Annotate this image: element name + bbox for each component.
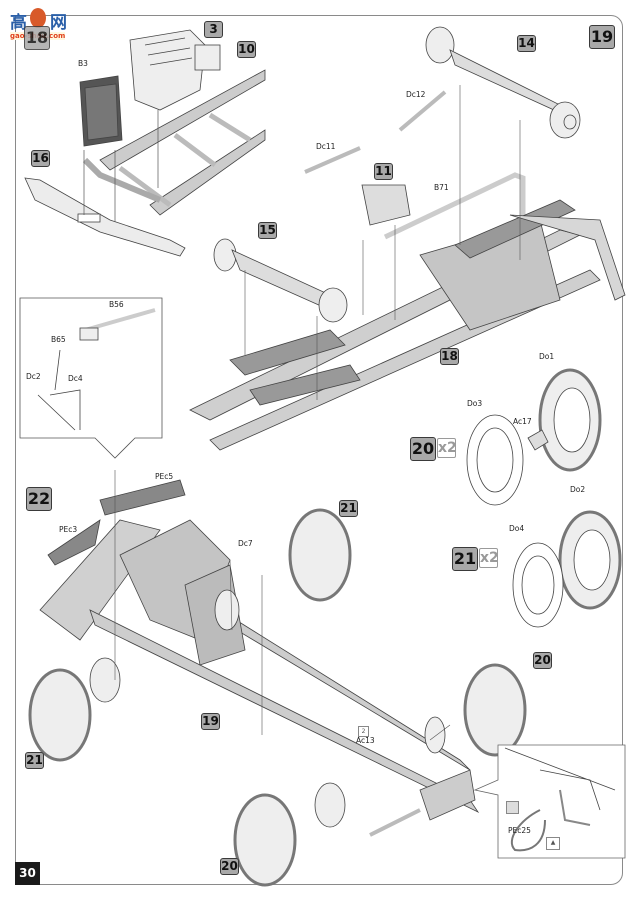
label-dc11: Dc11 [316,142,336,151]
step19-exhaust-pipe [383,172,526,240]
callout-steering [37,308,156,431]
step19-front-axle [213,238,348,323]
label-pec5: PEc5 [155,472,174,481]
step22-wheels [28,508,527,887]
label-pec25: PEc25 [508,826,531,835]
ref-21-badge-bottom: 21 [25,752,44,769]
ref-18-badge: 18 [440,348,459,365]
step-20-quantity: x2 [437,438,457,458]
ref-15-badge: 15 [258,222,277,239]
step21-wheel [512,510,622,628]
photo-etch-icon [506,801,519,814]
label-dc12: Dc12 [406,90,426,99]
watermark-char-1: 高 [10,13,27,33]
label-pec3: PEc3 [59,525,78,534]
label-b56: B56 [109,300,124,309]
label-dc4: Dc4 [68,374,83,383]
step19-chassis [189,199,626,451]
step19-rear-axle [425,26,581,139]
step18-frame [82,69,266,216]
label-ac13: Ac13 [356,736,375,745]
watermark-char-2: 网 [50,13,67,33]
ref-14-badge: 14 [517,35,536,52]
label-do2: Do2 [570,485,586,494]
ref-19-badge: 19 [201,713,220,730]
step-21-badge: 21 [452,547,478,571]
label-b3: B3 [78,59,88,68]
ref-3-badge: 3 [204,21,223,38]
callout-tow-hook [504,747,616,852]
ac13-quantity-badge: 2 [358,726,369,737]
ref-20-badge-bottom: 20 [220,858,239,875]
step-18-badge: 18 [24,26,50,50]
thumbs-up-icon [30,8,46,28]
step18-radiator [79,75,123,147]
step-22-badge: 22 [26,487,52,511]
step-20-badge: 20 [410,437,436,461]
ref-21-badge-step22: 21 [339,500,358,517]
step-19-badge: 19 [589,25,615,49]
ref-16-badge: 16 [31,150,50,167]
page-frame [15,15,623,885]
step20-wheel [466,368,602,506]
label-dc2: Dc2 [26,372,41,381]
page-number: 30 [15,862,40,885]
label-b71: B71 [434,183,449,192]
step19-driveshafts [304,90,447,226]
step22-chassis [39,479,480,837]
step18-engine [129,29,221,111]
label-ac17: Ac17 [513,417,532,426]
label-b65: B65 [51,335,66,344]
step-21-quantity: x2 [479,548,499,568]
ref-20-badge-right: 20 [533,652,552,669]
ref-11-badge: 11 [374,163,393,180]
label-dc7: Dc7 [238,539,253,548]
ref-10-badge: 10 [237,41,256,58]
label-do1: Do1 [539,352,555,361]
step18-bumper [24,177,186,257]
bend-up-icon: ▲ [546,837,560,850]
label-do4: Do4 [509,524,525,533]
label-do3: Do3 [467,399,483,408]
